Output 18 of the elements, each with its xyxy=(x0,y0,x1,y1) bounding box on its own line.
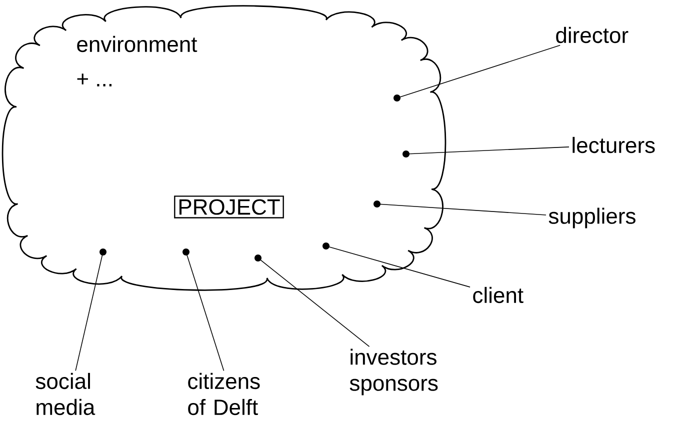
project-box: PROJECT xyxy=(174,196,284,218)
label-text: social media xyxy=(36,372,96,416)
label-text: suppliers xyxy=(548,208,636,228)
dot xyxy=(182,248,190,256)
label-text: citizens of Delft xyxy=(188,372,260,416)
label-text: investors sponsors xyxy=(350,348,438,396)
dot xyxy=(254,254,262,262)
label-text: director xyxy=(556,26,628,44)
label-text: lecturers xyxy=(572,136,655,154)
label-text: client xyxy=(473,286,524,304)
dot xyxy=(394,94,400,102)
dot xyxy=(374,200,380,208)
dot xyxy=(100,248,106,256)
dot xyxy=(402,150,410,158)
cloud-text: environment xyxy=(77,36,198,52)
dot xyxy=(322,242,330,250)
leader-line xyxy=(258,258,370,347)
cloud-text: + ... xyxy=(77,74,112,86)
